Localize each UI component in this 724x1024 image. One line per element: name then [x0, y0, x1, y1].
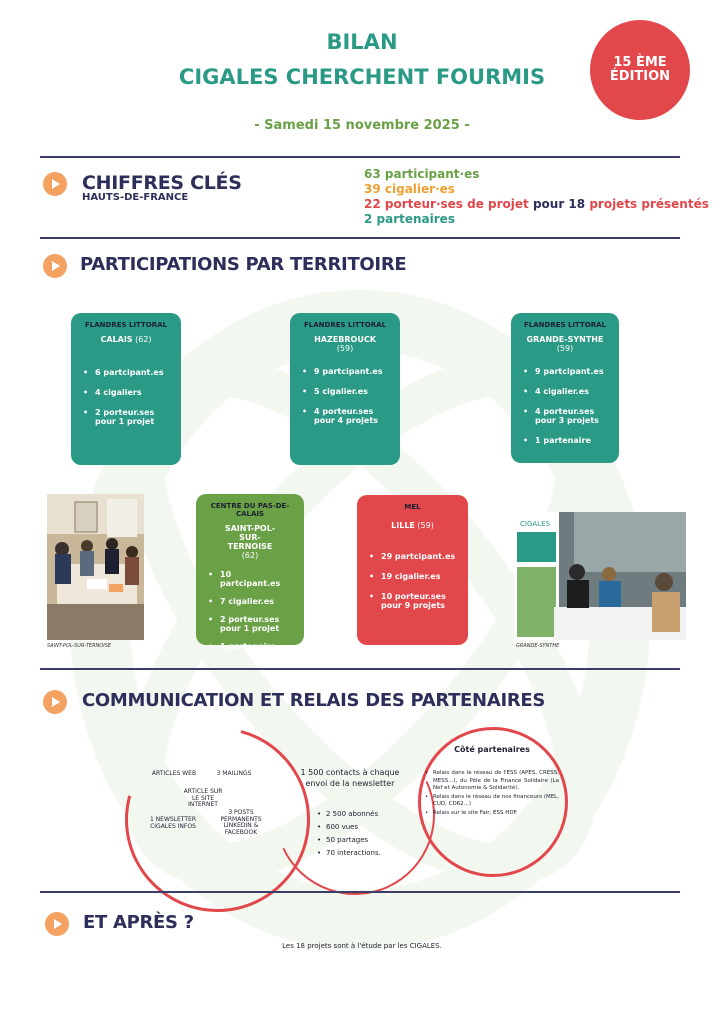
partners-title: Côté partenaires — [454, 745, 530, 754]
article-site-label: ARTICLE SUR LE SITE INTERNET — [183, 788, 223, 808]
newsletter-label: 1 NEWSLETTER CIGALES INFOS — [149, 816, 197, 830]
projects-line: 22 porteur·ses de projet pour 18 projets… — [364, 197, 709, 212]
territory-card-calais: FLANDRES LITTORAL CALAIS (62) 6 partcipa… — [71, 313, 181, 465]
card-city: SAINT-POL-SUR-TERNOISE (62) — [224, 524, 276, 560]
territory-card-grande-synthe: FLANDRES LITTORAL GRANDE-SYNTHE (59) 9 p… — [511, 313, 619, 463]
cigaliers-count: 39 cigalier·es — [364, 182, 455, 196]
photo-meeting-image — [47, 494, 144, 640]
card-item: 7 cigalier.es — [206, 597, 294, 606]
articles-web-label: ARTICLES WEB — [151, 770, 197, 777]
card-item: 4 porteur.ses pour 4 projets — [300, 407, 390, 425]
card-item: 2 porteur.ses pour 1 projet — [81, 408, 171, 426]
card-item: 4 cigaliers — [81, 388, 171, 397]
photo-grande-synthe: CIGALES — [514, 512, 686, 640]
partner-item: Relais dans le réseau de nos financeurs … — [424, 794, 559, 809]
newsletter-stats: 2 500 abonnés 600 vues 50 partages 70 in… — [316, 808, 381, 860]
play-bullet-icon — [43, 690, 67, 714]
photo-caption: SAINT-POL-SUR-TERNOISE — [47, 643, 112, 649]
decorative-circle — [418, 727, 568, 877]
card-item: 1 partenaire — [206, 642, 294, 651]
photo-caption: GRANDE-SYNTHE — [516, 643, 560, 649]
key-figures-title: CHIFFRES CLÉS — [82, 172, 242, 194]
divider — [40, 237, 680, 239]
key-figures-subtitle: HAUTS-DE-FRANCE — [82, 192, 189, 203]
card-item: 9 partcipant.es — [300, 367, 390, 376]
partners-list: Relais dans le réseau de l'ESS (APES, CR… — [424, 770, 559, 818]
edition-badge-number: 15 ÈME — [613, 55, 667, 70]
divider — [40, 891, 680, 893]
card-item: 1 partenaire — [521, 436, 609, 445]
card-region: FLANDRES LITTORAL — [304, 321, 386, 329]
event-date: - Samedi 15 novembre 2025 - — [254, 118, 470, 133]
stat-item: 50 partages — [316, 834, 381, 847]
card-item: 9 partcipant.es — [521, 367, 609, 376]
page-title-line2: CIGALES CHERCHENT FOURMIS — [178, 65, 546, 89]
territory-card-saint-pol: CENTRE DU PAS-DE-CALAIS SAINT-POL-SUR-TE… — [196, 494, 304, 651]
projects-presented: projets présentés — [589, 197, 709, 211]
territory-card-lille: MEL LILLE (59) 29 partcipant.es 19 cigal… — [357, 495, 468, 645]
projects-joiner: pour 18 — [528, 197, 590, 211]
territory-card-hazebrouck: FLANDRES LITTORAL HAZEBROUCK(59) 9 partc… — [290, 313, 400, 465]
posts-label: 3 POSTS PERMANENTS LINKEDIN & FACEBOOK — [220, 809, 262, 836]
stat-item: 600 vues — [316, 821, 381, 834]
after-text: Les 18 projets sont à l'étude par les CI… — [282, 942, 442, 950]
partners-count: 2 partenaires — [364, 212, 455, 226]
card-item: 6 partcipant.es — [81, 368, 171, 377]
card-item: 19 cigalier.es — [367, 572, 458, 581]
participants-count: 63 participant·es — [364, 167, 480, 181]
photo-saint-pol — [47, 494, 144, 640]
edition-badge-label: ÉDITION — [609, 69, 671, 84]
partner-item: Relais dans le réseau de l'ESS (APES, CR… — [424, 770, 559, 793]
participations-title: PARTICIPATIONS PAR TERRITOIRE — [80, 254, 407, 275]
stand-sign-text: CIGALES — [520, 520, 550, 528]
card-city: LILLE (59) — [391, 521, 434, 530]
divider — [40, 156, 680, 158]
divider — [40, 668, 680, 670]
play-bullet-icon — [45, 912, 69, 936]
partner-item: Relais sur le site Fair, ESS HDF. — [424, 810, 559, 818]
card-region: MEL — [404, 503, 421, 511]
key-figures-list: 63 participant·es 39 cigalier·es 22 port… — [364, 167, 709, 227]
photo-stand-image: CIGALES — [514, 512, 686, 640]
card-item: 2 porteur.ses pour 1 projet — [206, 615, 294, 633]
card-city: CALAIS (62) — [100, 335, 152, 344]
card-region: FLANDRES LITTORAL — [85, 321, 167, 329]
card-item: 4 cigalier.es — [521, 387, 609, 396]
card-city: GRANDE-SYNTHE (59) — [526, 335, 604, 353]
card-item: 10 partcipant.es — [206, 570, 294, 588]
stat-item: 2 500 abonnés — [316, 808, 381, 821]
after-title: ET APRÈS ? — [83, 912, 194, 933]
play-bullet-icon — [43, 254, 67, 278]
card-city: HAZEBROUCK(59) — [314, 335, 376, 353]
edition-badge: 15 ÈME ÉDITION — [590, 20, 690, 120]
communication-title: COMMUNICATION ET RELAIS DES PARTENAIRES — [82, 690, 546, 711]
card-item: 29 partcipant.es — [367, 552, 458, 561]
page-title-line1: BILAN — [326, 30, 398, 54]
newsletter-contacts: 1 500 contacts à chaque envoi de la news… — [300, 768, 400, 788]
card-item: 10 porteur.ses pour 9 projets — [367, 592, 458, 610]
card-region: CENTRE DU PAS-DE-CALAIS — [210, 502, 290, 518]
project-holders-count: 22 porteur·ses de projet — [364, 197, 529, 211]
card-item: 4 porteur.ses pour 3 projets — [521, 407, 609, 425]
stat-item: 70 interactions. — [316, 847, 381, 860]
card-region: FLANDRES LITTORAL — [524, 321, 606, 329]
mailings-label: 3 MAILINGS — [216, 770, 252, 777]
play-bullet-icon — [43, 172, 67, 196]
card-item: 5 cigalier.es — [300, 387, 390, 396]
